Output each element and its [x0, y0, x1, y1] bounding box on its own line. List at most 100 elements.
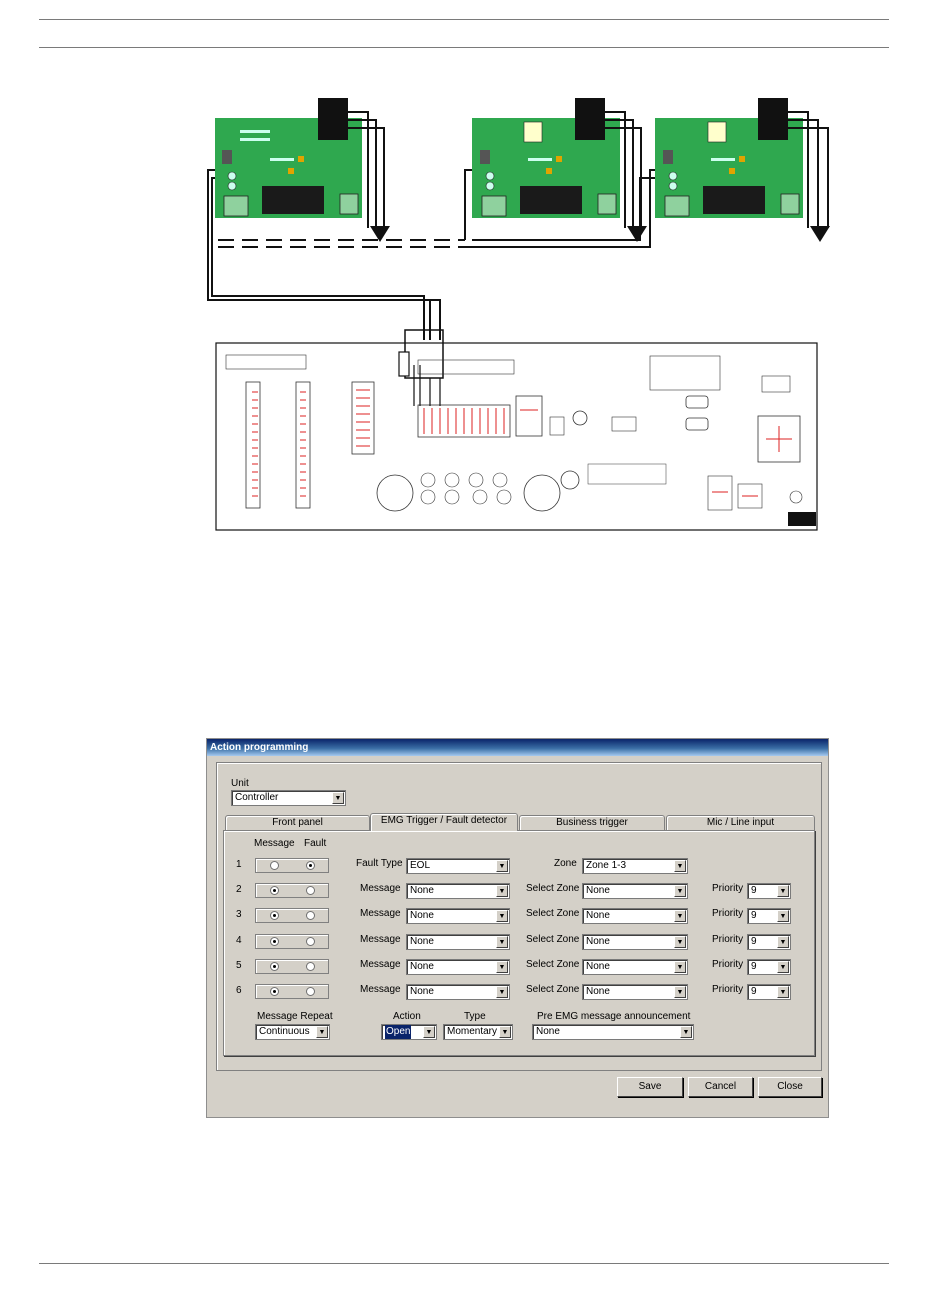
- zone-value: None: [586, 936, 610, 947]
- fault-radio[interactable]: [306, 886, 315, 895]
- message-select[interactable]: None▼: [406, 908, 510, 924]
- row-value: EOL: [410, 860, 431, 871]
- unit-select[interactable]: Controller ▼: [231, 790, 346, 806]
- fault-radio[interactable]: [306, 937, 315, 946]
- chevron-down-icon[interactable]: ▼: [674, 936, 686, 948]
- priority-value: 9: [751, 961, 757, 972]
- pre-emg-announcement-select[interactable]: None ▼: [532, 1024, 694, 1040]
- close-button[interactable]: Close: [758, 1077, 822, 1097]
- zone-select[interactable]: None▼: [582, 959, 688, 975]
- chevron-down-icon[interactable]: ▼: [332, 792, 344, 804]
- tab-emg-trigger-fault-detector[interactable]: EMG Trigger / Fault detector: [370, 813, 518, 831]
- priority-select[interactable]: 9▼: [747, 959, 791, 975]
- header-rule-top: [39, 19, 889, 20]
- row-type-label: Fault Type: [356, 858, 403, 869]
- message-select[interactable]: None▼: [406, 984, 510, 1000]
- chevron-down-icon[interactable]: ▼: [674, 986, 686, 998]
- pcb-module-2: [472, 98, 620, 218]
- message-radio[interactable]: [270, 886, 279, 895]
- chevron-down-icon[interactable]: ▼: [777, 986, 789, 998]
- zone-select[interactable]: Zone 1-3 ▼: [582, 858, 688, 874]
- fault-radio[interactable]: [306, 962, 315, 971]
- message-repeat-select[interactable]: Continuous ▼: [255, 1024, 330, 1040]
- fault-type-select[interactable]: EOL ▼: [406, 858, 510, 874]
- chevron-down-icon[interactable]: ▼: [674, 860, 686, 872]
- zone-label: Zone: [554, 858, 577, 869]
- message-radio[interactable]: [270, 861, 279, 870]
- zone-value: None: [586, 885, 610, 896]
- zone-select[interactable]: None ▼: [582, 908, 688, 924]
- chevron-down-icon[interactable]: ▼: [777, 936, 789, 948]
- pre-emg-announcement-label: Pre EMG message announcement: [537, 1011, 691, 1022]
- chevron-down-icon[interactable]: ▼: [496, 961, 508, 973]
- row-number: 4: [236, 935, 242, 946]
- priority-value: 9: [751, 986, 757, 997]
- chevron-down-icon[interactable]: ▼: [316, 1026, 328, 1038]
- message-select[interactable]: None ▼: [406, 934, 510, 950]
- zone-value: None: [586, 910, 610, 921]
- chevron-down-icon[interactable]: ▼: [777, 885, 789, 897]
- action-label: Action: [393, 1011, 421, 1022]
- chevron-down-icon[interactable]: ▼: [674, 885, 686, 897]
- zone-label: Select Zone: [526, 959, 580, 970]
- priority-value: 9: [751, 936, 757, 947]
- footer-rule: [39, 1263, 889, 1264]
- zone-value: Zone 1-3: [586, 860, 627, 871]
- chevron-down-icon[interactable]: ▼: [674, 910, 686, 922]
- chevron-down-icon[interactable]: ▼: [496, 986, 508, 998]
- save-button[interactable]: Save: [617, 1077, 683, 1097]
- type-value: Momentary: [447, 1026, 498, 1037]
- priority-select[interactable]: 9▼: [747, 883, 791, 899]
- message-select[interactable]: None ▼: [406, 883, 510, 899]
- row-value: None: [410, 936, 434, 947]
- chevron-down-icon[interactable]: ▼: [496, 910, 508, 922]
- chevron-down-icon[interactable]: ▼: [496, 936, 508, 948]
- action-programming-dialog: Action programming Unit Controller ▼ Fro…: [206, 738, 829, 1118]
- bus-wires: [207, 169, 655, 340]
- chevron-down-icon[interactable]: ▼: [496, 860, 508, 872]
- row-type-label: Message: [360, 883, 401, 894]
- fault-radio[interactable]: [306, 861, 315, 870]
- message-fault-radio-group: [255, 858, 329, 873]
- output-wires: [348, 111, 830, 242]
- tab-mic-line-input[interactable]: Mic / Line input: [666, 815, 815, 830]
- controller-back-panel: [215, 329, 818, 531]
- zone-select[interactable]: None ▼: [582, 984, 688, 1000]
- row-value: None: [410, 885, 434, 896]
- zone-select[interactable]: None ▼: [582, 883, 688, 899]
- priority-label: Priority: [712, 883, 744, 894]
- message-fault-radio-group: [255, 959, 329, 974]
- row-type-label: Message: [360, 908, 401, 919]
- action-select[interactable]: Open ▼: [381, 1024, 437, 1040]
- priority-label: Priority: [712, 984, 744, 995]
- chevron-down-icon[interactable]: ▼: [499, 1026, 511, 1038]
- row-number: 5: [236, 960, 242, 971]
- message-radio[interactable]: [270, 911, 279, 920]
- message-radio[interactable]: [270, 937, 279, 946]
- chevron-down-icon[interactable]: ▼: [777, 910, 789, 922]
- priority-select[interactable]: 9▼: [747, 934, 791, 950]
- zone-select[interactable]: None ▼: [582, 934, 688, 950]
- message-radio[interactable]: [270, 987, 279, 996]
- tab-business-trigger[interactable]: Business trigger: [519, 815, 665, 830]
- tab-front-panel[interactable]: Front panel: [225, 815, 370, 830]
- type-select[interactable]: Momentary ▼: [443, 1024, 513, 1040]
- priority-label: Priority: [712, 959, 744, 970]
- cancel-button[interactable]: Cancel: [688, 1077, 753, 1097]
- priority-select[interactable]: 9▼: [747, 984, 791, 1000]
- chevron-down-icon[interactable]: ▼: [680, 1026, 692, 1038]
- message-fault-radio-group: [255, 908, 329, 923]
- chevron-down-icon[interactable]: ▼: [496, 885, 508, 897]
- column-header-message: Message: [254, 838, 295, 849]
- priority-select[interactable]: 9▼: [747, 908, 791, 924]
- chevron-down-icon[interactable]: ▼: [777, 961, 789, 973]
- message-radio[interactable]: [270, 962, 279, 971]
- message-select[interactable]: None▼: [406, 959, 510, 975]
- chevron-down-icon[interactable]: ▼: [423, 1026, 435, 1038]
- priority-label: Priority: [712, 908, 744, 919]
- fault-radio[interactable]: [306, 911, 315, 920]
- fault-radio[interactable]: [306, 987, 315, 996]
- chevron-down-icon[interactable]: ▼: [674, 961, 686, 973]
- zone-value: None: [586, 986, 610, 997]
- type-label: Type: [464, 1011, 486, 1022]
